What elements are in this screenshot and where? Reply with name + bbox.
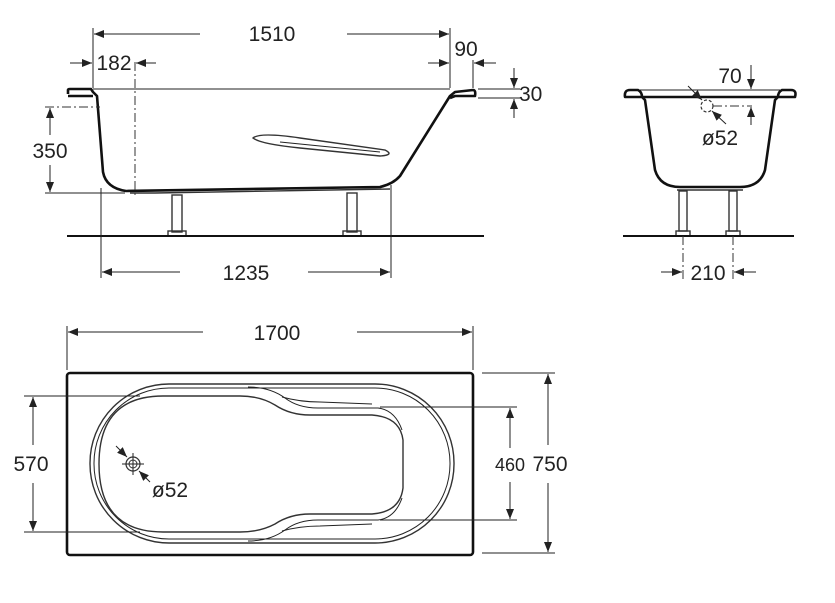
dim-460: 460 bbox=[495, 455, 525, 475]
dim-arrow bbox=[138, 470, 151, 483]
dim-arrow bbox=[687, 85, 703, 101]
dim-210: 210 bbox=[690, 262, 725, 285]
side-view: 1510 182 90 30 350 1235 bbox=[32, 23, 542, 285]
side-leg-right bbox=[342, 192, 362, 237]
dim-drain-diameter: ø52 bbox=[152, 479, 188, 502]
dim-350: 350 bbox=[32, 140, 67, 163]
dim-arrow bbox=[711, 110, 727, 125]
side-armrest-inner bbox=[279, 141, 381, 153]
plan-outer-ring bbox=[89, 383, 455, 544]
dim-182: 182 bbox=[96, 52, 131, 75]
plan-view: ø52 1700 570 460 750 bbox=[13, 322, 568, 557]
dim-570: 570 bbox=[13, 453, 48, 476]
dim-90: 90 bbox=[454, 38, 477, 61]
drain-hole bbox=[122, 453, 144, 475]
dim-1510: 1510 bbox=[249, 23, 296, 46]
plan-basin-outline bbox=[98, 395, 404, 533]
dim-30: 30 bbox=[519, 83, 542, 106]
plan-outer-ring-inner bbox=[93, 387, 451, 540]
dim-overflow-diameter: ø52 bbox=[702, 127, 738, 150]
side-armrest bbox=[251, 134, 390, 157]
end-leg-right bbox=[725, 190, 741, 237]
dim-1235: 1235 bbox=[223, 262, 270, 285]
end-view: ø52 70 210 bbox=[623, 65, 797, 285]
plan-headrest-line-bottom bbox=[281, 523, 373, 532]
dim-750: 750 bbox=[532, 453, 567, 476]
dim-70: 70 bbox=[718, 65, 741, 88]
overflow-hole bbox=[700, 99, 714, 113]
dim-1700: 1700 bbox=[254, 322, 301, 345]
plan-outer-rim bbox=[65, 371, 475, 557]
side-leg-left bbox=[167, 194, 187, 237]
side-tub-outline bbox=[66, 87, 477, 193]
end-leg-left bbox=[675, 190, 691, 237]
dim-arrow bbox=[115, 445, 128, 458]
plan-headrest-groove-top bbox=[247, 386, 403, 431]
end-tub-outline bbox=[623, 88, 797, 189]
plan-headrest-groove-bottom bbox=[247, 497, 403, 542]
side-bottom-line bbox=[130, 188, 391, 194]
plan-headrest-line-top bbox=[281, 396, 373, 405]
